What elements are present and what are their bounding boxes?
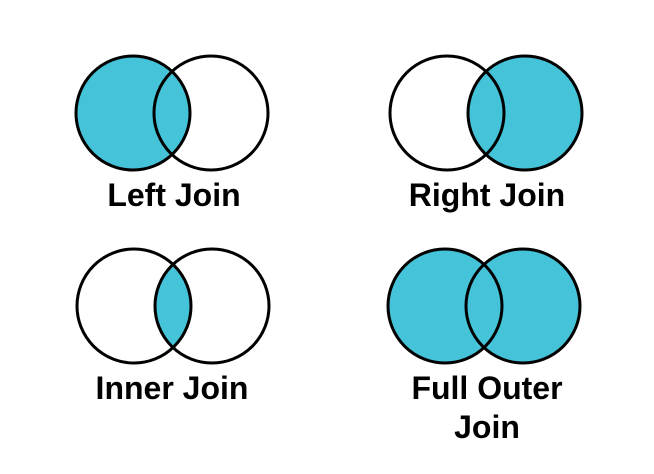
right-circle-outline: [464, 247, 582, 365]
left-circle-outline: [74, 54, 192, 172]
left-circle-outline: [388, 54, 506, 172]
left-circle-outline: [386, 247, 504, 365]
overlap-region: [154, 264, 192, 348]
right-circle-outline: [152, 54, 270, 172]
right-circle-outline: [153, 247, 271, 365]
label-left-join: Left Join: [107, 177, 241, 213]
venn-diagram-left-join: [74, 54, 270, 172]
left-circle-outline: [75, 247, 193, 365]
right-circle-outline: [466, 54, 584, 172]
label-inner-join: Inner Join: [95, 370, 249, 406]
label-right-join: Right Join: [408, 177, 566, 213]
label-full-outer-join: Full Outer Join: [411, 370, 563, 445]
venn-diagram-full-outer-join: [386, 247, 582, 365]
venn-diagram-right-join: [388, 54, 584, 172]
venn-diagram-inner-join: [75, 247, 271, 365]
